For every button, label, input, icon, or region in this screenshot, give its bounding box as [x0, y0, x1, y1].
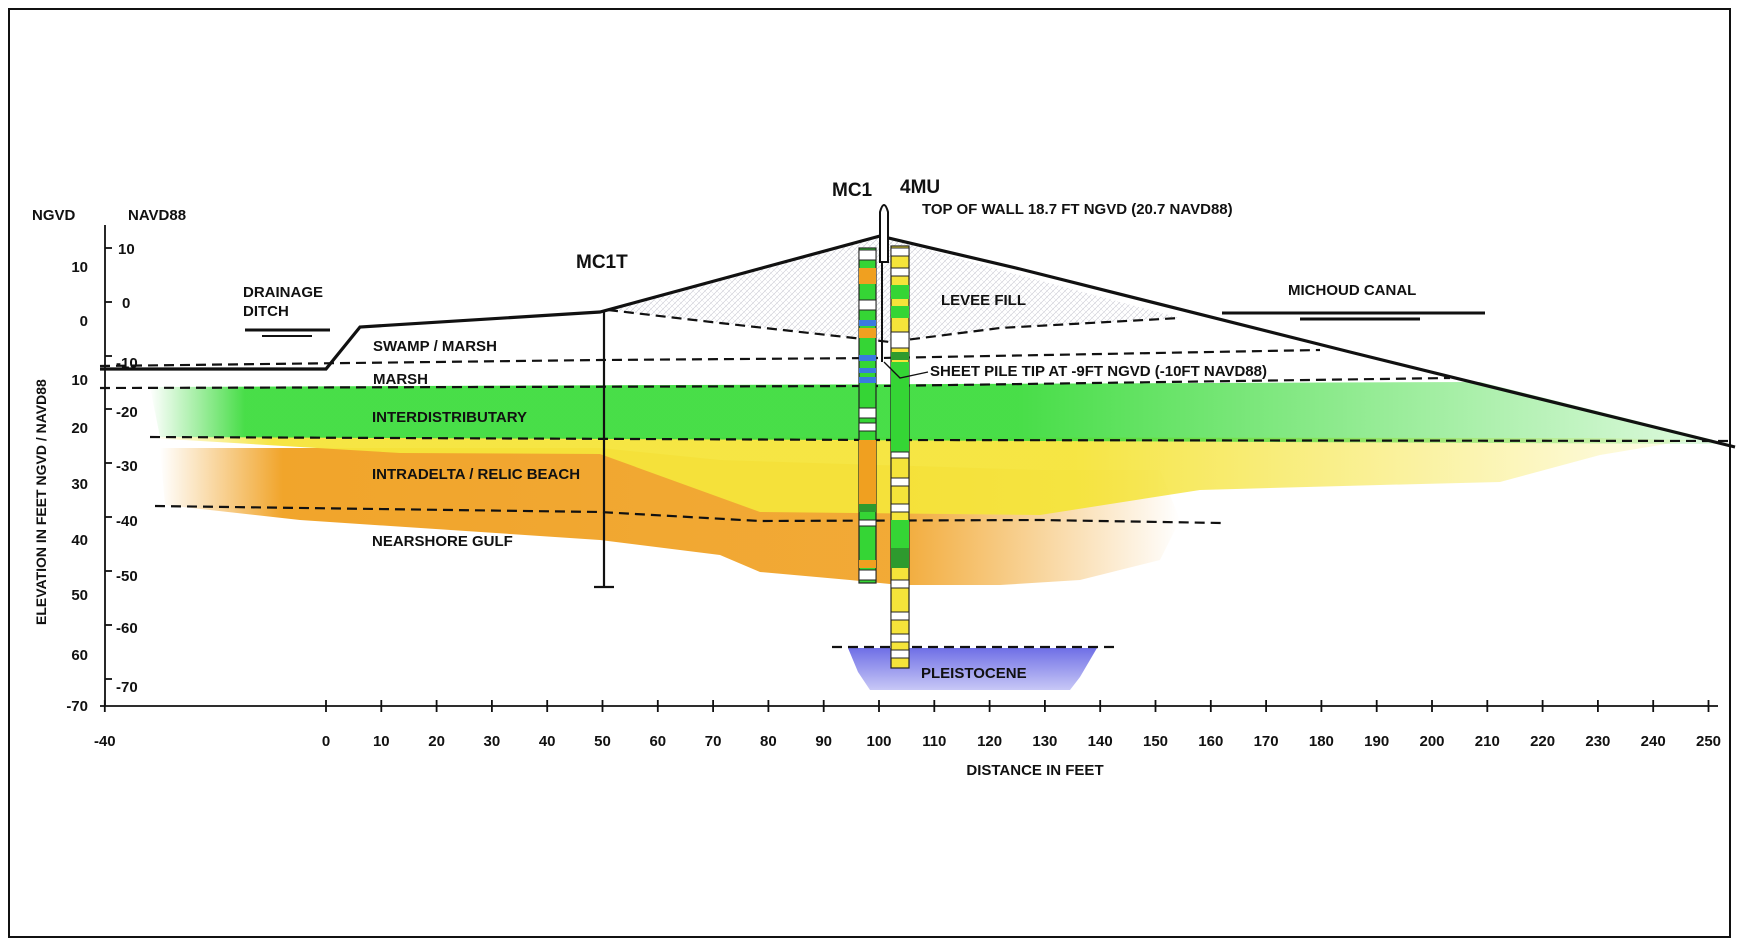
navd88-tick-label: -10 [116, 355, 138, 372]
navd88-tick-label: -40 [116, 513, 138, 530]
mc1t-label: MC1T [576, 252, 628, 273]
interdistributary-layer [150, 382, 1730, 444]
interdistributary-boundary [149, 435, 1731, 443]
ngvd-tick-labels: 10 0 10 20 30 40 50 60 -70 [66, 259, 88, 715]
x-tick-label: 180 [1309, 733, 1334, 750]
x-tick-labels: -40 0 10 20 30 40 50 60 70 80 90 100 110 120 130 140 150… [94, 733, 1721, 750]
x-tick-label: 120 [977, 733, 1002, 750]
interdistributary-label: INTERDISTRIBUTARY [372, 409, 527, 426]
navd88-tick-labels: 10 0 -10 -20 -30 -40 -50 -60 -70 [116, 241, 138, 696]
ground-surface-line [100, 234, 1736, 449]
ngvd-tick-label: 30 [71, 476, 88, 493]
sheet-pile-tip-leader [883, 361, 929, 379]
x-tick-label: 60 [649, 733, 666, 750]
mc1-label: MC1 [832, 180, 873, 201]
ngvd-tick-label: -70 [66, 698, 88, 715]
x-tick-label: 100 [866, 733, 891, 750]
x-tick-label: 150 [1143, 733, 1168, 750]
drainage-ditch-label: DRAINAGE [243, 284, 323, 301]
y-axis [104, 225, 112, 706]
intradelta-layer [150, 437, 1690, 515]
navd88-tick-label: -50 [116, 568, 138, 585]
sheet-pile-wall [879, 204, 889, 362]
navd88-tick-label: 10 [118, 241, 135, 258]
y-axis-title: ELEVATION IN FEET NGVD / NAVD88 [33, 379, 49, 625]
navd88-tick-label: -60 [116, 620, 138, 637]
marsh-label: MARSH [373, 371, 428, 388]
navd88-tick-label: 0 [122, 295, 130, 312]
x-tick-label: 130 [1032, 733, 1057, 750]
navd88-tick-label: -20 [116, 404, 138, 421]
x-tick-label: 210 [1475, 733, 1500, 750]
x-tick-label: 200 [1419, 733, 1444, 750]
ngvd-header: NGVD [32, 207, 76, 224]
ngvd-tick-label: 40 [71, 532, 88, 549]
navd88-tick-label: -30 [116, 458, 138, 475]
4mu-label: 4MU [900, 177, 940, 198]
x-tick-label: -40 [94, 733, 116, 750]
mc1-boring-log [858, 247, 877, 584]
swamp-marsh-label: SWAMP / MARSH [373, 338, 497, 355]
ngvd-tick-label: 0 [80, 313, 88, 330]
x-tick-label: 40 [539, 733, 556, 750]
michoud-canal-label: MICHOUD CANAL [1288, 282, 1416, 299]
pleistocene-label: PLEISTOCENE [921, 665, 1027, 682]
x-tick-label: 90 [815, 733, 832, 750]
mc1t-boring [594, 310, 614, 589]
x-tick-label: 220 [1530, 733, 1555, 750]
x-tick-label: 250 [1696, 733, 1721, 750]
4mu-boring-log [890, 245, 910, 669]
x-tick-label: 20 [428, 733, 445, 750]
x-tick-label: 230 [1585, 733, 1610, 750]
x-tick-label: 70 [705, 733, 722, 750]
x-tick-label: 170 [1254, 733, 1279, 750]
ngvd-tick-label: 50 [71, 587, 88, 604]
drainage-ditch-label-line2: DITCH [243, 303, 289, 320]
ngvd-tick-label: 60 [71, 647, 88, 664]
ngvd-tick-label: 20 [71, 420, 88, 437]
navd88-tick-label: -70 [116, 679, 138, 696]
x-tick-label: 30 [484, 733, 501, 750]
intradelta-boundary [154, 504, 1223, 525]
x-tick-label: 0 [322, 733, 330, 750]
x-tick-label: 160 [1198, 733, 1223, 750]
x-tick-label: 140 [1088, 733, 1113, 750]
nearshore-gulf-label: NEARSHORE GULF [372, 533, 513, 550]
levee-base-boundary [607, 308, 1181, 344]
intradelta-relic-beach-label: INTRADELTA / RELIC BEACH [372, 466, 580, 483]
x-tick-label: 190 [1364, 733, 1389, 750]
x-tick-label: 240 [1641, 733, 1666, 750]
x-tick-label: 110 [922, 733, 946, 750]
sheet-pile-tip-label: SHEET PILE TIP AT -9FT NGVD (-10FT NAVD8… [930, 363, 1267, 380]
x-tick-label: 80 [760, 733, 777, 750]
drainage-ditch-symbol [245, 328, 330, 337]
levee-fill-label: LEVEE FILL [941, 292, 1026, 309]
michoud-canal-symbol [1222, 311, 1485, 321]
x-tick-label: 50 [594, 733, 611, 750]
pleistocene-layer [848, 648, 1097, 690]
x-axis-title: DISTANCE IN FEET [966, 762, 1103, 779]
ngvd-tick-label: 10 [71, 372, 88, 389]
x-tick-label: 10 [373, 733, 390, 750]
ngvd-tick-label: 10 [71, 259, 88, 276]
marsh-boundary [99, 376, 1451, 390]
navd88-header: NAVD88 [128, 207, 186, 224]
swamp-marsh-boundary [99, 348, 1321, 368]
top-of-wall-label: TOP OF WALL 18.7 FT NGVD (20.7 NAVD88) [922, 201, 1233, 218]
x-tick-marks [103, 700, 1710, 712]
